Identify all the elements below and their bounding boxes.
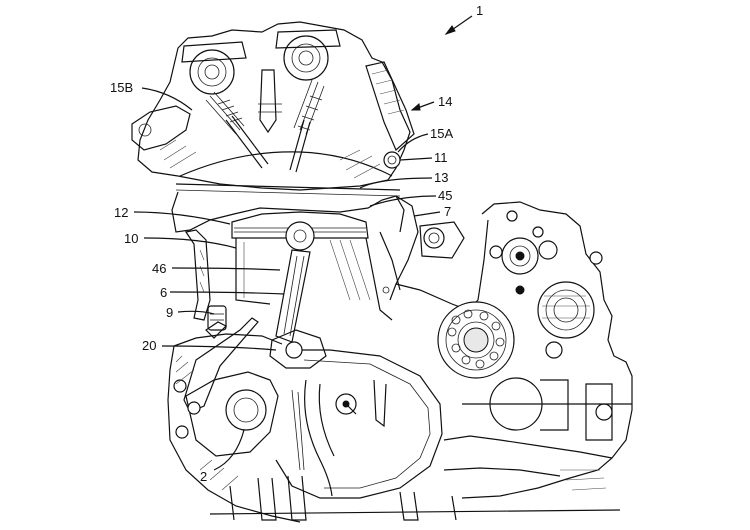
main-bearing bbox=[437, 301, 515, 379]
label-6: 6 bbox=[160, 285, 167, 300]
label-14: 14 bbox=[438, 94, 452, 109]
label-7: 7 bbox=[444, 204, 451, 219]
label-15a: 15A bbox=[430, 126, 453, 141]
label-46: 46 bbox=[152, 261, 166, 276]
label-20: 20 bbox=[142, 338, 156, 353]
label-2: 2 bbox=[200, 469, 207, 484]
valve-spring-right bbox=[289, 79, 325, 173]
label-1: 1 bbox=[476, 3, 483, 18]
connecting-rod bbox=[275, 249, 311, 343]
label-11: 11 bbox=[434, 150, 448, 165]
label-13: 13 bbox=[434, 170, 448, 185]
label-45: 45 bbox=[438, 188, 452, 203]
label-15b: 15B bbox=[110, 80, 133, 95]
valve-spring-left bbox=[205, 91, 269, 169]
label-10: 10 bbox=[124, 231, 138, 246]
crankshaft-assembly bbox=[167, 317, 621, 523]
label-9: 9 bbox=[166, 305, 173, 320]
crankcase-right bbox=[395, 201, 633, 499]
leader-lines bbox=[133, 15, 473, 471]
label-12: 12 bbox=[114, 205, 128, 220]
reference-numerals: 1 14 15B 15A 11 13 45 7 12 10 46 6 9 20 … bbox=[110, 3, 483, 484]
cylinder-head bbox=[131, 21, 415, 197]
